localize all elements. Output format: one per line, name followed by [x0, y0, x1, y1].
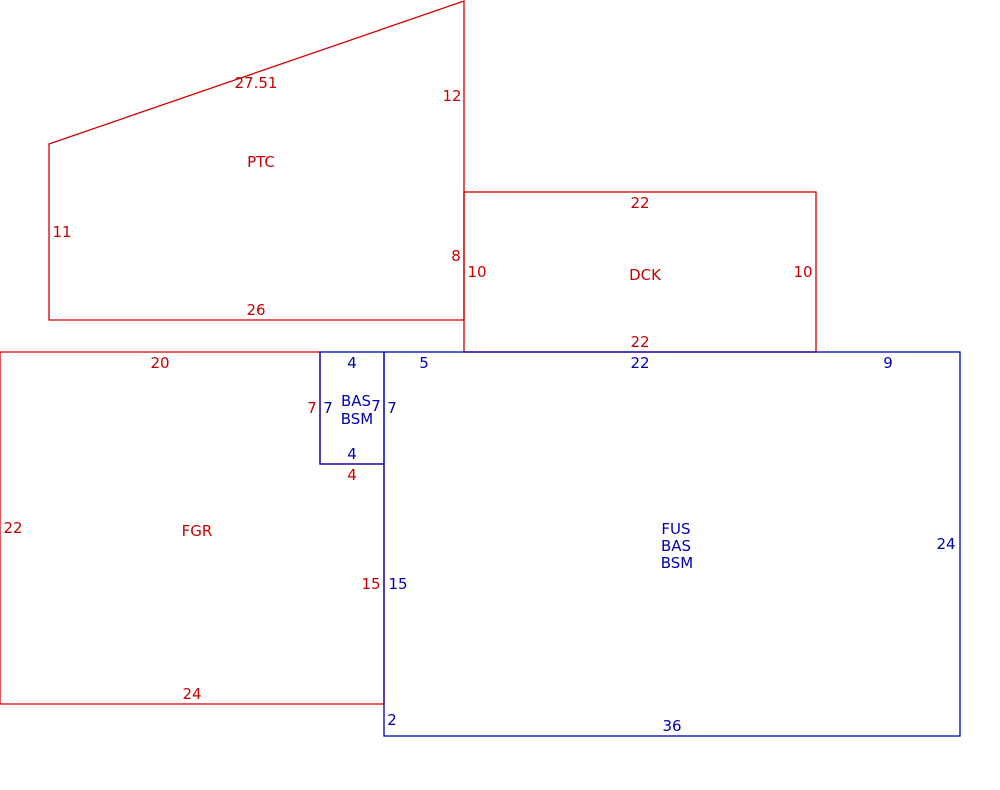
ptc-dim-step: 8: [451, 247, 461, 265]
small-bas-dim-top: 4: [347, 354, 357, 372]
fgr-dim-notch-left: 7: [307, 399, 317, 417]
dck-dim-right: 10: [793, 263, 812, 281]
dck-dim-bottom: 22: [630, 333, 649, 351]
small-bas-dim-right: 7: [387, 399, 397, 417]
fgr-dim-notch-bottom: 4: [347, 466, 357, 484]
ptc-dim-bottom: 26: [246, 301, 265, 319]
main-code-1: FUS: [661, 520, 690, 538]
main-dim-bottom-left: 2: [387, 711, 397, 729]
fgr-dim-bottom: 24: [182, 685, 201, 703]
ptc-code: PTC: [247, 153, 275, 171]
main-code-3: BSM: [661, 554, 694, 572]
main-dim-bottom: 36: [662, 717, 681, 735]
fgr-code: FGR: [182, 522, 213, 540]
small-bas-dim-left: 7: [323, 399, 333, 417]
main-dim-top-right: 9: [883, 354, 893, 372]
fgr-dim-left: 22: [3, 519, 22, 537]
ptc-dim-left: 11: [52, 223, 71, 241]
small-bas-dim-right-inner: 7: [371, 397, 381, 415]
fgr-dim-top: 20: [150, 354, 169, 372]
ptc-dim-right: 12: [442, 87, 461, 105]
small-bas-dim-bottom: 4: [347, 445, 357, 463]
main-dim-right: 24: [936, 535, 955, 553]
main-code-2: BAS: [661, 537, 691, 555]
small-bas-code-2: BSM: [341, 410, 374, 428]
main-outline: [383, 351, 961, 737]
main-dim-top-left: 5: [419, 354, 429, 372]
main-dim-top-mid: 22: [630, 354, 649, 372]
dck-dim-top: 22: [630, 194, 649, 212]
dck-dim-left: 10: [467, 263, 486, 281]
ptc-dim-slope: 27.51: [235, 74, 278, 92]
dck-code: DCK: [629, 266, 662, 284]
main-dim-left: 15: [388, 575, 407, 593]
small-bas-code-1: BAS: [341, 392, 371, 410]
fgr-dim-right: 15: [361, 575, 380, 593]
